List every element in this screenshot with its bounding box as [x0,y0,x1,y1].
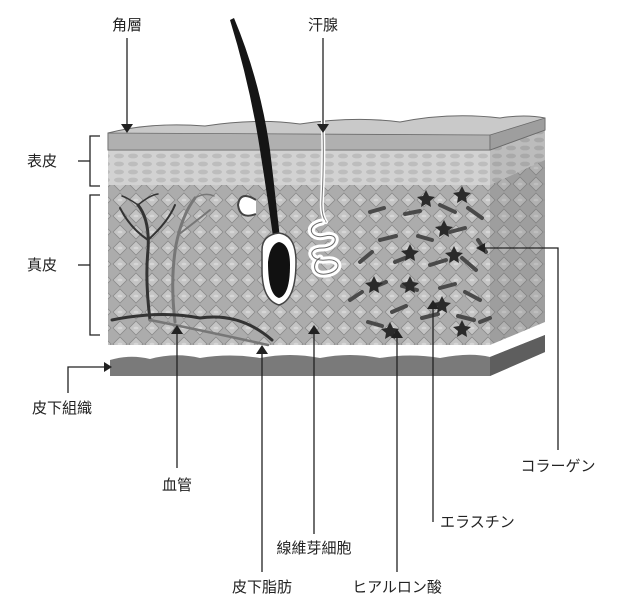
label-blood-vessel: 血管 [162,476,192,494]
label-dermis: 真皮 [27,256,57,274]
subcutaneous-layer [110,335,545,376]
block-side-face [490,128,545,358]
label-fibroblast: 線維芽細胞 [276,539,351,557]
label-epidermis: 表皮 [27,152,57,170]
label-subcutaneous-fat: 皮下脂肪 [232,578,292,596]
arrowheads [104,124,485,372]
label-sweat-gland: 汗腺 [308,16,338,34]
label-hyaluronic-acid: ヒアルロン酸 [352,578,442,596]
elastin-fibers [365,186,471,339]
blood-vessels [110,193,274,347]
collagen-fibers [348,203,492,328]
skin-block [107,115,546,376]
leader-lines [67,38,559,572]
sebaceous-gland [236,195,257,217]
label-stratum-corneum: 角層 [112,16,142,34]
label-collagen: コラーゲン [520,457,595,475]
label-subcutaneous-tissue: 皮下組織 [32,399,92,417]
epidermis-layer [108,150,490,185]
stratum-corneum-front [107,132,491,151]
hair-shaft [230,18,282,258]
label-elastin: エラスチン [440,513,515,531]
sweat-gland [308,38,342,278]
hair-follicle [230,18,297,306]
